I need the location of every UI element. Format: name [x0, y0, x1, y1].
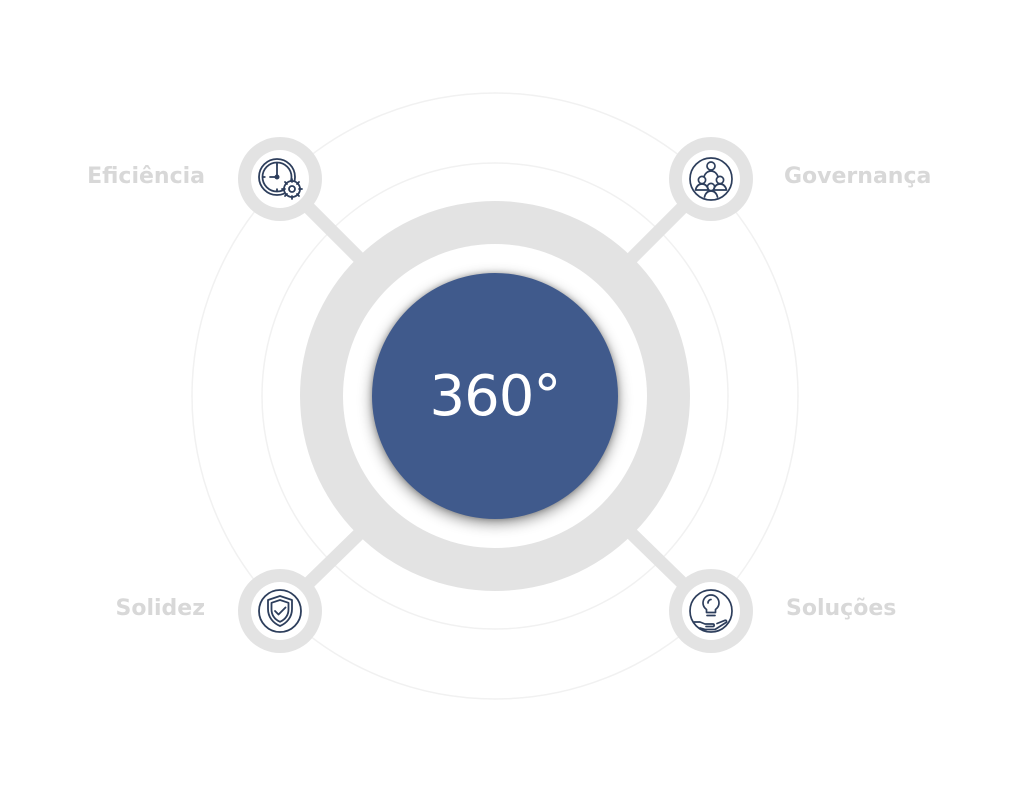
inner-orbit-ring [261, 162, 729, 630]
node-governanca [669, 137, 753, 221]
team-hierarchy-icon [689, 157, 733, 201]
label-eficiencia: Eficiência [87, 164, 205, 189]
label-solidez: Solidez [115, 596, 205, 621]
lightbulb-hand-icon [689, 589, 733, 633]
clock-gear-icon [258, 158, 303, 200]
center-core: 360° [372, 273, 618, 519]
shield-check-icon [258, 589, 302, 633]
center-label: 360° [429, 363, 562, 429]
node-eficiencia-inner [251, 150, 309, 208]
outer-orbit-ring [191, 92, 799, 700]
node-solucoes-inner [682, 582, 740, 640]
node-solidez-inner [251, 582, 309, 640]
label-solucoes: Soluções [786, 596, 897, 621]
node-solidez [238, 569, 322, 653]
node-eficiencia [238, 137, 322, 221]
node-solucoes [669, 569, 753, 653]
node-governanca-inner [682, 150, 740, 208]
label-governanca: Governança [784, 164, 932, 189]
